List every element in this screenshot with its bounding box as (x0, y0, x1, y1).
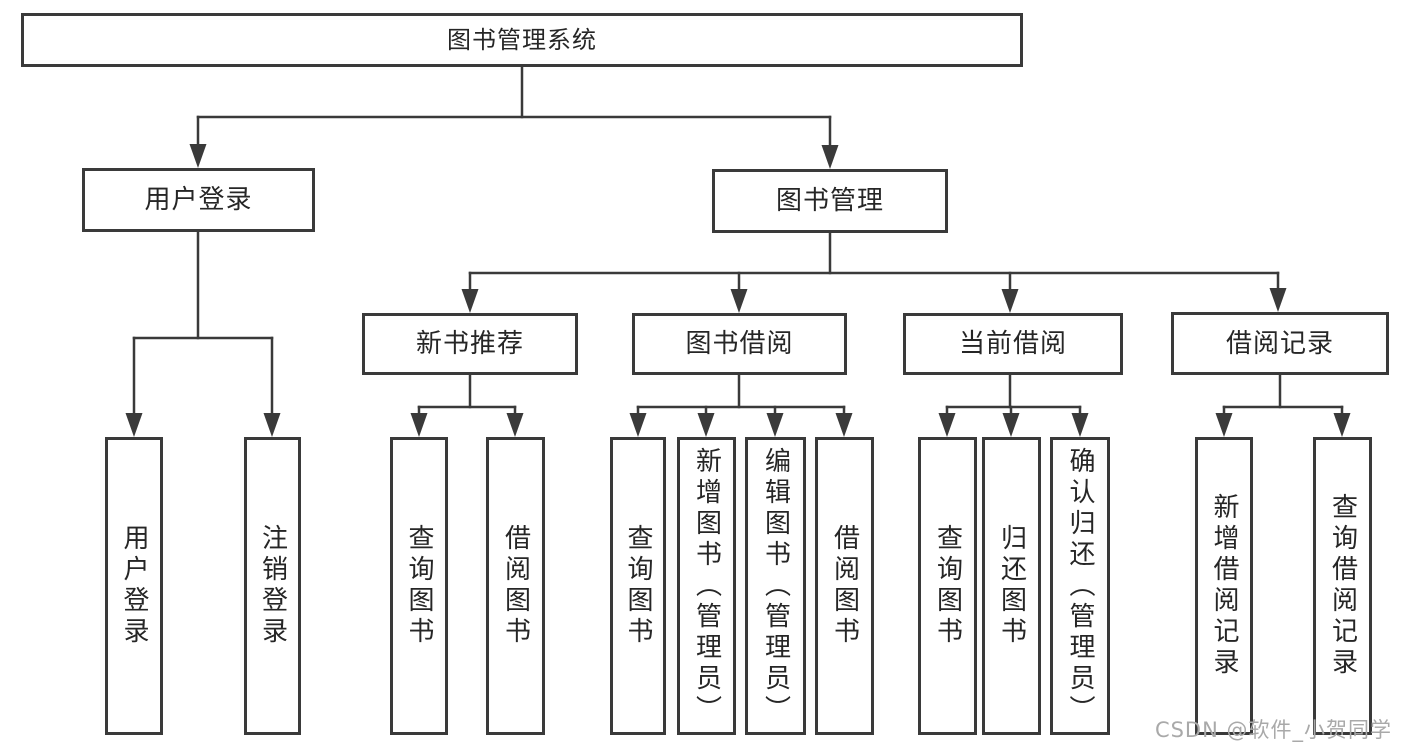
node-user-login: 用户登录 (82, 168, 315, 232)
arrowhead-down-icon (629, 413, 647, 437)
arrowhead-down-icon (410, 413, 428, 437)
arrowhead-down-icon (1002, 413, 1020, 437)
node-library-system: 图书管理系统 (21, 13, 1023, 67)
node-label: 借阅图书 (500, 524, 531, 648)
node-current-borrowing: 当前借阅 (903, 313, 1123, 375)
csdn-watermark: CSDN @软件_小贺同学 (1154, 718, 1392, 742)
arrowhead-down-icon (461, 289, 479, 313)
node-label: 查询图书 (623, 524, 653, 648)
node-borrow-books-recommend: 借阅图书 (486, 437, 545, 735)
node-borrow-books-action: 借阅图书 (815, 437, 874, 735)
arrowhead-down-icon (125, 413, 143, 437)
node-label: 确认归还（管理员） (1065, 446, 1095, 726)
arrowhead-down-icon (730, 289, 748, 313)
node-label: 新增图书（管理员） (691, 446, 722, 726)
arrowhead-down-icon (506, 413, 524, 437)
node-label: 借阅图书 (829, 524, 860, 648)
node-label: 归还图书 (996, 524, 1027, 648)
node-return-books: 归还图书 (982, 437, 1041, 735)
node-query-books-current: 查询图书 (918, 437, 977, 735)
node-label: 编辑图书（管理员） (760, 446, 791, 726)
arrowhead-down-icon (766, 413, 784, 437)
node-label: 新增借阅记录 (1209, 493, 1239, 679)
arrowhead-down-icon (1269, 288, 1287, 312)
node-label: 注销登录 (257, 524, 288, 648)
node-label: 查询图书 (404, 524, 434, 648)
node-query-borrow-record: 查询借阅记录 (1313, 437, 1372, 735)
node-borrow-records: 借阅记录 (1171, 312, 1389, 375)
arrowhead-down-icon (189, 144, 207, 168)
node-new-book-recommend: 新书推荐 (362, 313, 578, 375)
node-book-management: 图书管理 (712, 169, 948, 233)
node-logout-action: 注销登录 (244, 437, 301, 735)
arrowhead-down-icon (1071, 413, 1089, 437)
arrowhead-down-icon (1001, 289, 1019, 313)
node-add-borrow-record: 新增借阅记录 (1195, 437, 1253, 735)
node-confirm-return-admin: 确认归还（管理员） (1050, 437, 1110, 735)
node-edit-books-admin: 编辑图书（管理员） (745, 437, 806, 735)
node-query-books-borrow: 查询图书 (610, 437, 666, 735)
node-add-books-admin: 新增图书（管理员） (677, 437, 736, 735)
node-label: 查询借阅记录 (1327, 493, 1358, 679)
arrowhead-down-icon (938, 413, 956, 437)
arrowhead-down-icon (1333, 413, 1351, 437)
arrowhead-down-icon (835, 413, 853, 437)
arrowhead-down-icon (821, 145, 839, 169)
arrowhead-down-icon (697, 413, 715, 437)
node-query-books-recommend: 查询图书 (390, 437, 448, 735)
node-label: 查询图书 (932, 524, 963, 648)
node-label: 用户登录 (119, 524, 149, 648)
node-book-borrowing: 图书借阅 (632, 313, 847, 375)
arrowhead-down-icon (1215, 413, 1233, 437)
node-login-action: 用户登录 (105, 437, 163, 735)
arrowhead-down-icon (263, 413, 281, 437)
